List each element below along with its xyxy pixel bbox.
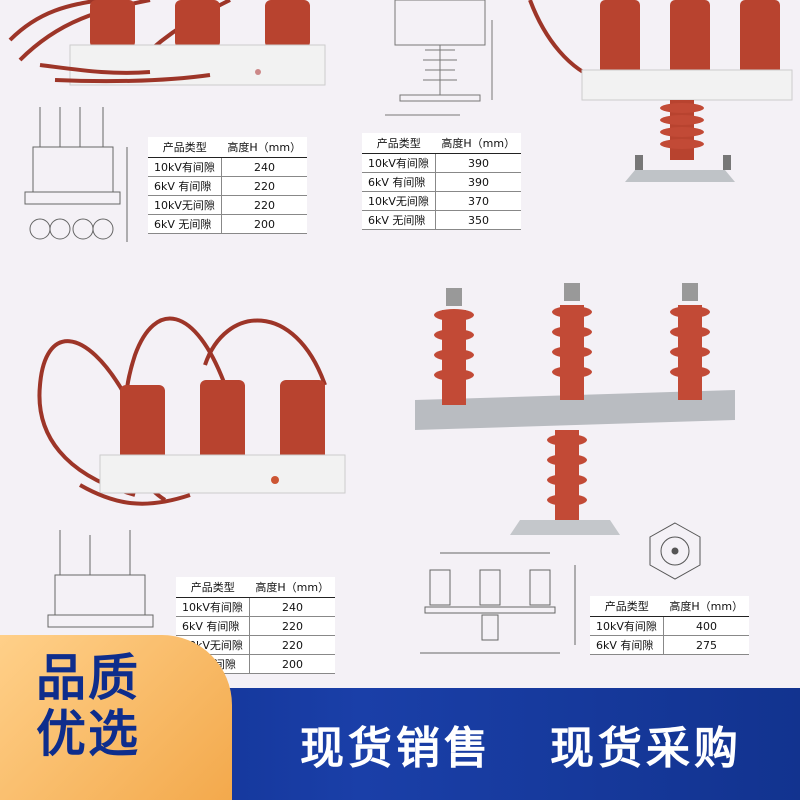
top-left-arrester-photo <box>8 0 326 86</box>
top-left-dimension-drawing <box>24 107 128 242</box>
height-cell: 390 <box>434 172 522 192</box>
top-center-dimension-drawing <box>385 0 493 116</box>
height-cell: 240 <box>220 157 308 177</box>
height-cell: 370 <box>434 191 522 211</box>
type-cell: 10kV无间隙 <box>362 191 436 211</box>
col-type-header: 产品类型 <box>148 137 222 158</box>
type-cell: 6kV 有间隙 <box>148 176 222 196</box>
height-cell: 390 <box>434 153 522 173</box>
col-height-header: 高度H（mm） <box>249 577 336 598</box>
type-cell: 6kV 有间隙 <box>176 616 250 636</box>
type-cell: 6kV 有间隙 <box>362 172 436 192</box>
col-type-header: 产品类型 <box>362 133 436 154</box>
top-right-arrester-photo <box>528 0 793 182</box>
col-height-header: 高度H（mm） <box>221 137 308 158</box>
height-cell: 220 <box>220 176 308 196</box>
col-height-header: 高度H（mm） <box>663 596 750 617</box>
type-cell: 10kV有间隙 <box>362 153 436 173</box>
middle-left-arrester-photo <box>37 316 346 506</box>
height-cell: 220 <box>248 616 336 636</box>
height-cell: 200 <box>248 654 336 674</box>
middle-right-arrester-photo <box>415 283 735 535</box>
height-cell: 400 <box>662 616 750 636</box>
type-cell: 6kV 无间隙 <box>148 214 222 234</box>
type-cell: 10kV无间隙 <box>148 195 222 215</box>
type-cell: 10kV有间隙 <box>590 616 664 636</box>
height-cell: 275 <box>662 635 750 655</box>
height-cell: 240 <box>248 597 336 617</box>
bottom-center-dimension-drawing <box>420 552 576 654</box>
type-cell: 6kV 无间隙 <box>362 210 436 230</box>
slogan-buy: 现货采购 <box>550 723 742 774</box>
mounting-hole-diagram <box>649 522 701 580</box>
col-type-header: 产品类型 <box>176 577 250 598</box>
height-cell: 350 <box>434 210 522 230</box>
type-cell: 10kV有间隙 <box>148 157 222 177</box>
type-cell: 6kV 有间隙 <box>590 635 664 655</box>
quality-badge: 品质 优选 <box>0 635 232 800</box>
type-cell: 10kV有间隙 <box>176 597 250 617</box>
height-cell: 220 <box>220 195 308 215</box>
col-height-header: 高度H（mm） <box>435 133 522 154</box>
badge-line-1: 品质 <box>36 649 140 707</box>
height-cell: 200 <box>220 214 308 234</box>
badge-line-2: 优选 <box>36 705 140 763</box>
col-type-header: 产品类型 <box>590 596 664 617</box>
height-cell: 220 <box>248 635 336 655</box>
slogan-sell: 现货销售 <box>300 723 492 774</box>
